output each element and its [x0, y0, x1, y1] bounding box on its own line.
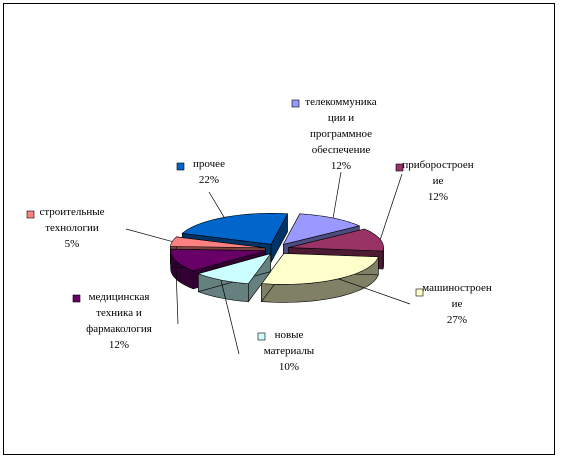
slice-category-label: фармакология: [86, 323, 152, 335]
slice-category-label: ции и: [328, 112, 354, 124]
legend-key: [291, 99, 300, 108]
slice-category-label: ие: [452, 298, 463, 310]
slice-category-label: телекоммуника: [305, 96, 377, 108]
leader-line: [125, 228, 173, 242]
leader-line: [208, 191, 225, 218]
slice-label: машиностроен ие 27%: [338, 278, 492, 326]
slice-category-label: ие: [433, 175, 444, 187]
slice-label: приборостроен ие 12%: [379, 159, 474, 240]
legend-key: [176, 162, 185, 171]
pie-slice-top: [181, 212, 289, 245]
pie-slice-top: [282, 213, 361, 245]
slice-category-label: строительные: [39, 206, 104, 218]
slice-label: прочее 22%: [176, 158, 225, 218]
pie-slice: [197, 252, 272, 303]
slice-category-label: машиностроен: [422, 282, 492, 294]
pie-slice-top: [197, 253, 272, 285]
legend-key: [72, 294, 81, 303]
pie-slice-top: [170, 248, 266, 272]
leader-line: [338, 278, 411, 305]
slice-percent-label: 12%: [428, 191, 448, 203]
slice-category-label: прочее: [193, 158, 225, 170]
slice-percent-label: 10%: [279, 361, 299, 373]
leader-line: [220, 279, 240, 355]
slice-percent-label: 22%: [199, 174, 219, 186]
leader-line: [379, 173, 403, 240]
legend-key: [26, 210, 35, 219]
leader-line: [332, 171, 342, 219]
slice-percent-label: 12%: [331, 160, 351, 172]
slice-category-label: медицинская: [89, 291, 150, 303]
slice-category-label: материалы: [264, 345, 315, 357]
slice-category-label: технологии: [45, 222, 99, 234]
legend-key: [395, 163, 404, 172]
legend-key: [257, 332, 266, 341]
slice-percent-label: 12%: [109, 339, 129, 351]
chart-frame: телекоммуника ции и программное обеспечение…: [3, 3, 555, 455]
slice-category-label: техника и: [96, 307, 142, 319]
slice-percent-label: 27%: [447, 314, 467, 326]
slice-category-label: приборостроен: [402, 159, 473, 171]
pie-slice: [260, 252, 379, 303]
slice-label: медицинская техника и фармакология 12%: [72, 260, 179, 351]
slice-category-label: программное: [310, 128, 372, 140]
pie-slice-top: [288, 228, 384, 252]
leader-line: [175, 260, 179, 325]
slice-label: строительные технологии 5%: [26, 206, 173, 250]
pie-slice-top: [260, 253, 379, 285]
slice-percent-label: 5%: [65, 238, 80, 250]
slice-label: телекоммуника ции и программное обеспечение…: [291, 96, 377, 219]
slice-category-label: новые: [275, 329, 304, 341]
slice-category-label: обеспечение: [312, 144, 371, 156]
slice-label: новые материалы 10%: [220, 279, 315, 373]
legend-key: [415, 288, 424, 297]
pie-chart: телекоммуника ции и программное обеспечение…: [26, 96, 492, 373]
